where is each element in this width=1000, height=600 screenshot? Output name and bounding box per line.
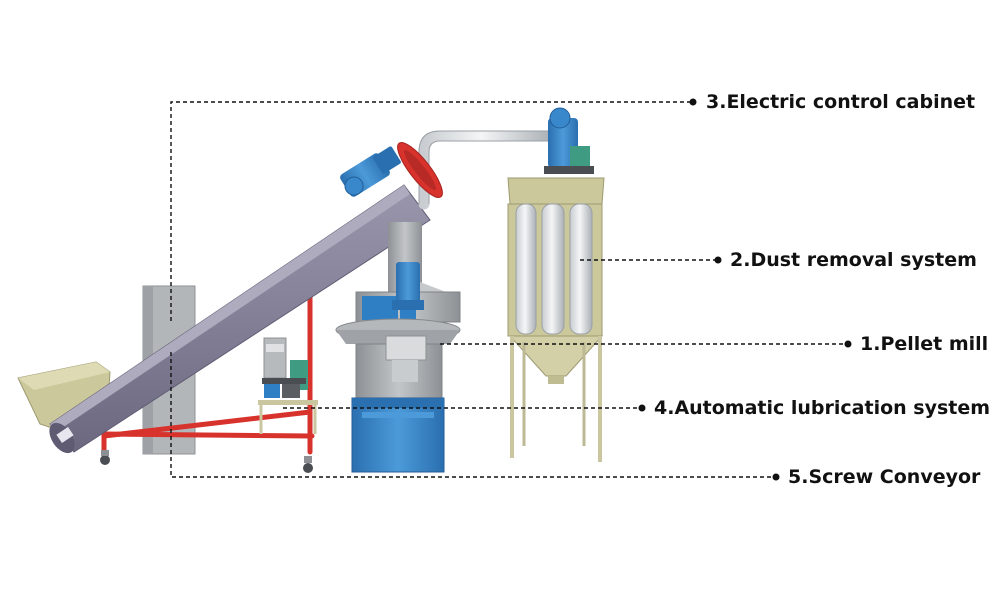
label-pellet-mill: 1.Pellet mill (860, 333, 989, 355)
motor-icon (344, 176, 364, 196)
conveyor-top-flange (397, 142, 443, 198)
screw-conveyor (49, 184, 431, 454)
caster-wheels (100, 450, 313, 473)
fan-blower-icon (549, 107, 571, 129)
leader-control-cabinet (170, 101, 691, 322)
label-screw-conveyor: 5.Screw Conveyor (788, 466, 981, 488)
label-dust-removal: 2.Dust removal system (730, 249, 977, 271)
conveyor-motor (340, 146, 401, 197)
leader-dots (638, 98, 852, 481)
dust-fan (544, 107, 594, 174)
pellet-mill (335, 222, 461, 473)
dust-collector (507, 177, 605, 462)
label-control-cabinet: 3.Electric control cabinet (706, 91, 976, 113)
leader-screw-conveyor (170, 352, 774, 478)
air-duct (418, 130, 558, 210)
lubrication-unit (258, 337, 318, 434)
leader-lines (170, 101, 846, 478)
air-duct-outline (418, 130, 552, 204)
label-lubrication: 4.Automatic lubrication system (654, 397, 991, 419)
